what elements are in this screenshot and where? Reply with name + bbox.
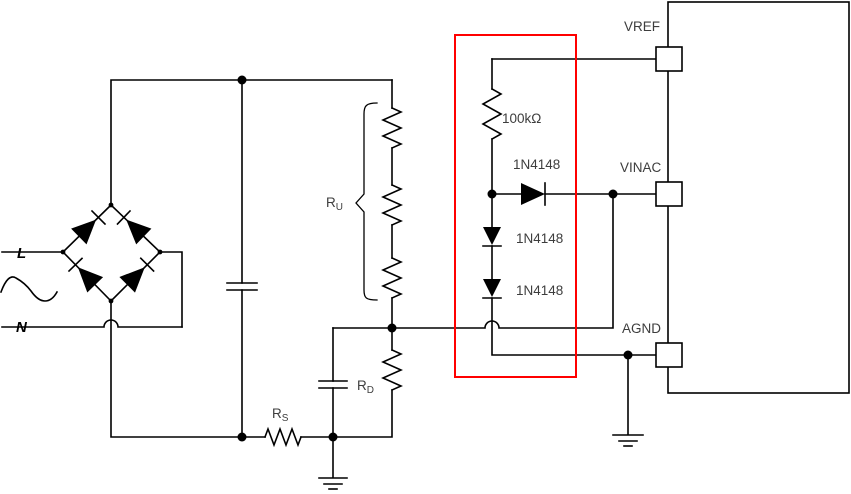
ac-source-sine [0, 276, 59, 302]
bridge-vertex-dot [157, 249, 163, 255]
bridge-diode4 [119, 267, 145, 293]
bridge-vertex-dot [108, 202, 114, 208]
rs-label-base: R [272, 406, 282, 421]
junction-dot [487, 189, 497, 199]
agnd-pin-label: AGND [622, 321, 661, 336]
wire-layer [0, 58, 657, 490]
clamp-diode1-label: 1N4148 [516, 231, 563, 246]
series-diode-1n4148 [521, 183, 545, 205]
junction-dot [608, 189, 618, 199]
agnd-wire [491, 297, 657, 356]
ic-block [667, 1, 850, 394]
dc-return-rail-left [110, 300, 243, 438]
resistor-rd-zigzag [381, 348, 403, 392]
rs-label: RS [272, 406, 289, 424]
vref-pin-label: VREF [624, 19, 660, 34]
vinac-pin [655, 181, 683, 207]
vinac-pin-label: VINAC [620, 160, 662, 175]
bridge-diode1-cathode-bar [90, 209, 107, 226]
junction-dot [237, 432, 247, 442]
ru-label-base: R [326, 195, 336, 210]
bridge-diode2 [126, 219, 152, 245]
tap-to-vinac-wire [391, 193, 614, 329]
rd-label-base: R [357, 378, 367, 393]
bridge-diode1 [71, 219, 97, 245]
line-l-label: L [17, 245, 26, 262]
line-n-wire [1, 319, 183, 328]
resistor-rs-zigzag [263, 426, 303, 448]
bridge-vertex-dot [60, 249, 66, 255]
bridge-diode3 [77, 267, 104, 293]
bridge-diode2-cathode-bar [116, 209, 132, 226]
ac-labels: L N [16, 245, 28, 336]
dc-positive-rail [110, 79, 393, 206]
clamp-diode1-1n4148 [483, 227, 501, 245]
symbol-layer [60, 75, 633, 442]
junction-dot [623, 350, 633, 360]
resistor-ru2-zigzag [381, 183, 403, 227]
vref-pin [655, 46, 683, 72]
line-n-label: N [16, 319, 28, 336]
junction-dot [328, 432, 338, 442]
resistor-100k-zigzag [481, 87, 503, 141]
agnd-pin [655, 342, 683, 368]
junction-dot [237, 75, 247, 85]
component-labels: RU RD RS 100kΩ 1N4148 1N4148 1N4148 VREF… [272, 19, 662, 424]
resistor-ru1-zigzag [381, 106, 403, 150]
rd-label-sub: D [367, 385, 374, 396]
rs-label-sub: S [282, 413, 289, 424]
resistor-ru3-zigzag [381, 256, 403, 300]
bridge-rectifier-frame [61, 203, 162, 303]
series-diode-label: 1N4148 [513, 157, 560, 172]
rd-label: RD [357, 378, 374, 396]
clamp-diode2-1n4148 [483, 279, 501, 297]
bridge-right-to-neutral-wire [159, 251, 183, 328]
bridge-diode3-cathode-bar [67, 257, 84, 273]
clamp-diode2-label: 1N4148 [516, 283, 563, 298]
bridge-vertex-dot [108, 298, 114, 304]
junction-dot [387, 323, 397, 333]
rd-bottom-wire [332, 389, 393, 438]
ru-label: RU [326, 195, 343, 213]
r100k-label: 100kΩ [502, 111, 541, 126]
highlight-box [454, 34, 577, 378]
bridge-diode4-cathode-bar [139, 257, 155, 273]
ru-label-sub: U [336, 202, 343, 213]
ru-brace [355, 102, 378, 301]
